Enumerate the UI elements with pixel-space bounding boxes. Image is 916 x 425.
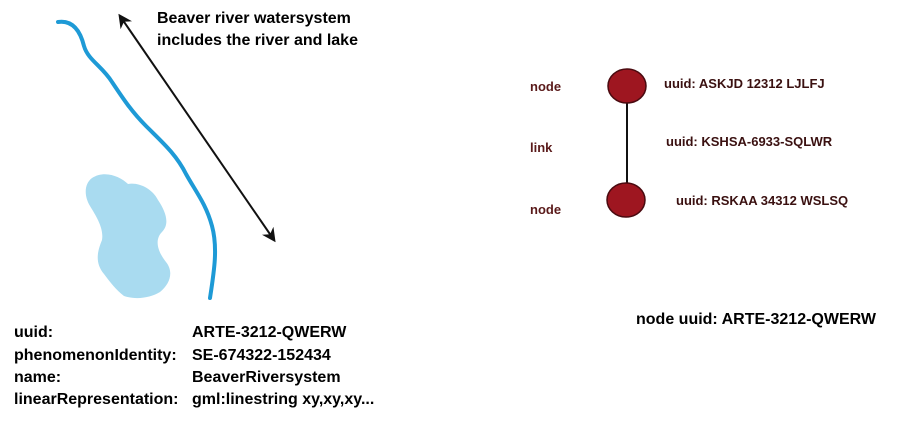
attr-key-uuid: uuid:	[14, 324, 54, 341]
graph-uuid-link: uuid: KSHSA-6933-SQLWR	[666, 134, 833, 149]
graph-node-bottom	[606, 182, 646, 218]
graph-node-top	[607, 68, 647, 104]
attr-key-phenomenon: phenomenonIdentity:	[14, 347, 177, 364]
attr-value-uuid: ARTE-3212-QWERW	[192, 324, 347, 341]
attr-value-phenomenon: SE-674322-152434	[192, 347, 331, 364]
caption-line-2: includes the river and lake	[157, 32, 358, 49]
graph-label-link: link	[530, 140, 553, 155]
node-uuid-caption: node uuid: ARTE-3212-QWERW	[636, 311, 876, 328]
attr-value-name: BeaverRiversystem	[192, 369, 341, 386]
attr-key-name: name:	[14, 369, 62, 386]
attr-value-linear: gml:linestring xy,xy,xy...	[192, 391, 375, 408]
caption-line-1: Beaver river watersystem	[157, 10, 351, 27]
lake-shape	[85, 174, 171, 299]
graph-label-node-top: node	[530, 79, 562, 94]
graph-label-node-bottom: node	[530, 202, 562, 217]
extent-arrow	[118, 13, 276, 243]
graph-uuid-node-bottom: uuid: RSKAA 34312 WSLSQ	[676, 193, 849, 208]
attr-key-linear: linearRepresentation:	[14, 391, 179, 408]
graph-uuid-node-top: uuid: ASKJD 12312 LJLFJ	[664, 76, 825, 91]
